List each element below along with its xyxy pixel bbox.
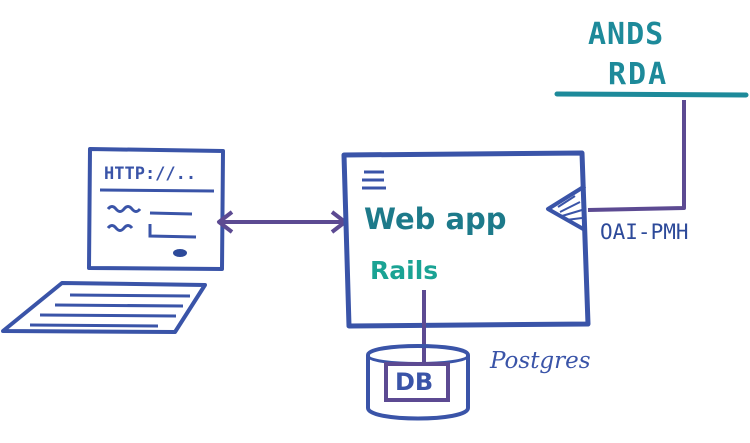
laptop-content-wave-2 bbox=[106, 224, 134, 232]
database-label: DB bbox=[395, 368, 434, 396]
laptop-content-wave-1 bbox=[106, 205, 142, 213]
http-arrow bbox=[217, 210, 347, 234]
web-app-box bbox=[341, 150, 591, 329]
laptop-content-line-1 bbox=[149, 211, 193, 216]
laptop-url-underline bbox=[99, 188, 215, 193]
ands-label: ANDS bbox=[588, 17, 665, 52]
protocol-label: OAI-PMH bbox=[600, 220, 689, 244]
rda-label: RDA bbox=[608, 57, 669, 92]
ands-rda-underline bbox=[554, 91, 749, 98]
oai-pmh-connector bbox=[546, 184, 587, 232]
web-app-title: Web app bbox=[364, 202, 507, 236]
laptop-content-bracket bbox=[148, 224, 197, 239]
web-app-framework: Rails bbox=[370, 256, 439, 285]
laptop-key-row-2 bbox=[54, 303, 184, 308]
db-label-box bbox=[384, 362, 450, 402]
laptop-key-row-1 bbox=[69, 293, 191, 298]
laptop-url-text: HTTP://.. bbox=[104, 164, 197, 184]
laptop-screen bbox=[87, 147, 225, 271]
laptop-keyboard bbox=[1, 281, 207, 334]
laptop bbox=[1, 147, 225, 334]
database-engine-label: Postgres bbox=[490, 348, 591, 374]
laptop-cursor-dot bbox=[173, 249, 187, 257]
hamburger-icon bbox=[362, 170, 386, 190]
database-cylinder bbox=[366, 344, 470, 421]
rda-connection-line bbox=[587, 100, 686, 212]
laptop-key-row-4 bbox=[29, 323, 159, 328]
laptop-key-row-3 bbox=[39, 313, 177, 318]
